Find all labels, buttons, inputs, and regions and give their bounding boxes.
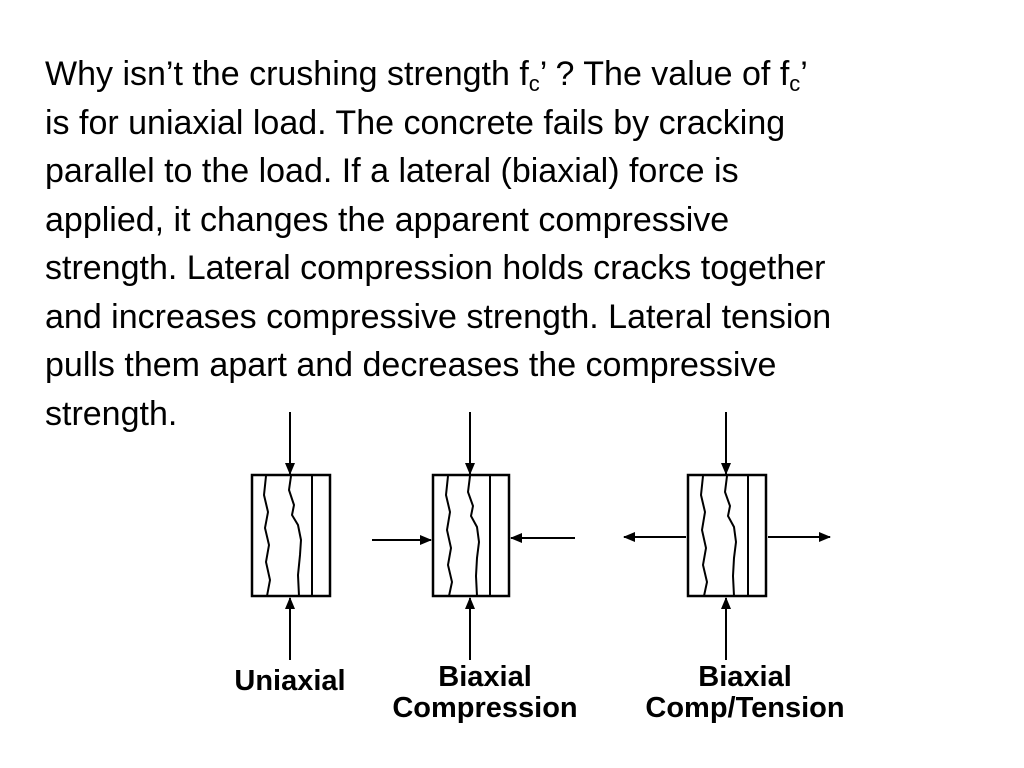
biaxial-compression-arrows — [372, 412, 575, 660]
caption-biaxial-compression-line-2: Compression — [392, 692, 578, 724]
text-line-1: Why isn’t the crushing strength fc’ ? Th… — [45, 55, 808, 96]
text-line-6: and increases compressive strength. Late… — [45, 297, 832, 336]
text-line-8: strength. — [45, 394, 178, 433]
caption-biaxial-compression-line-1: Biaxial — [438, 661, 532, 693]
caption-uniaxial: Uniaxial — [210, 666, 370, 697]
text-line-3: parallel to the load. If a lateral (biax… — [45, 152, 739, 190]
biaxial-compression-specimen — [431, 473, 511, 598]
caption-biaxial-compression: Biaxial Compression — [365, 662, 605, 724]
caption-biaxial-tension-line-2: Comp/Tension — [645, 692, 845, 724]
biaxial-tension-arrows — [623, 412, 831, 660]
caption-uniaxial-line-1: Uniaxial — [234, 665, 346, 697]
text-line-7: pulls them apart and decreases the compr… — [45, 346, 777, 384]
body-text: Why isn’t the crushing strength fc’ ? Th… — [45, 50, 995, 438]
biaxial-tension-specimen — [686, 473, 768, 598]
caption-biaxial-tension: Biaxial Comp/Tension — [615, 662, 875, 724]
text-line-5: strength. Lateral compression holds crac… — [45, 249, 826, 287]
uniaxial-specimen — [250, 473, 332, 598]
text-line-2: is for uniaxial load. The concrete fails… — [45, 103, 786, 142]
caption-biaxial-tension-line-1: Biaxial — [698, 661, 792, 693]
text-line-4: applied, it changes the apparent compres… — [45, 200, 730, 239]
